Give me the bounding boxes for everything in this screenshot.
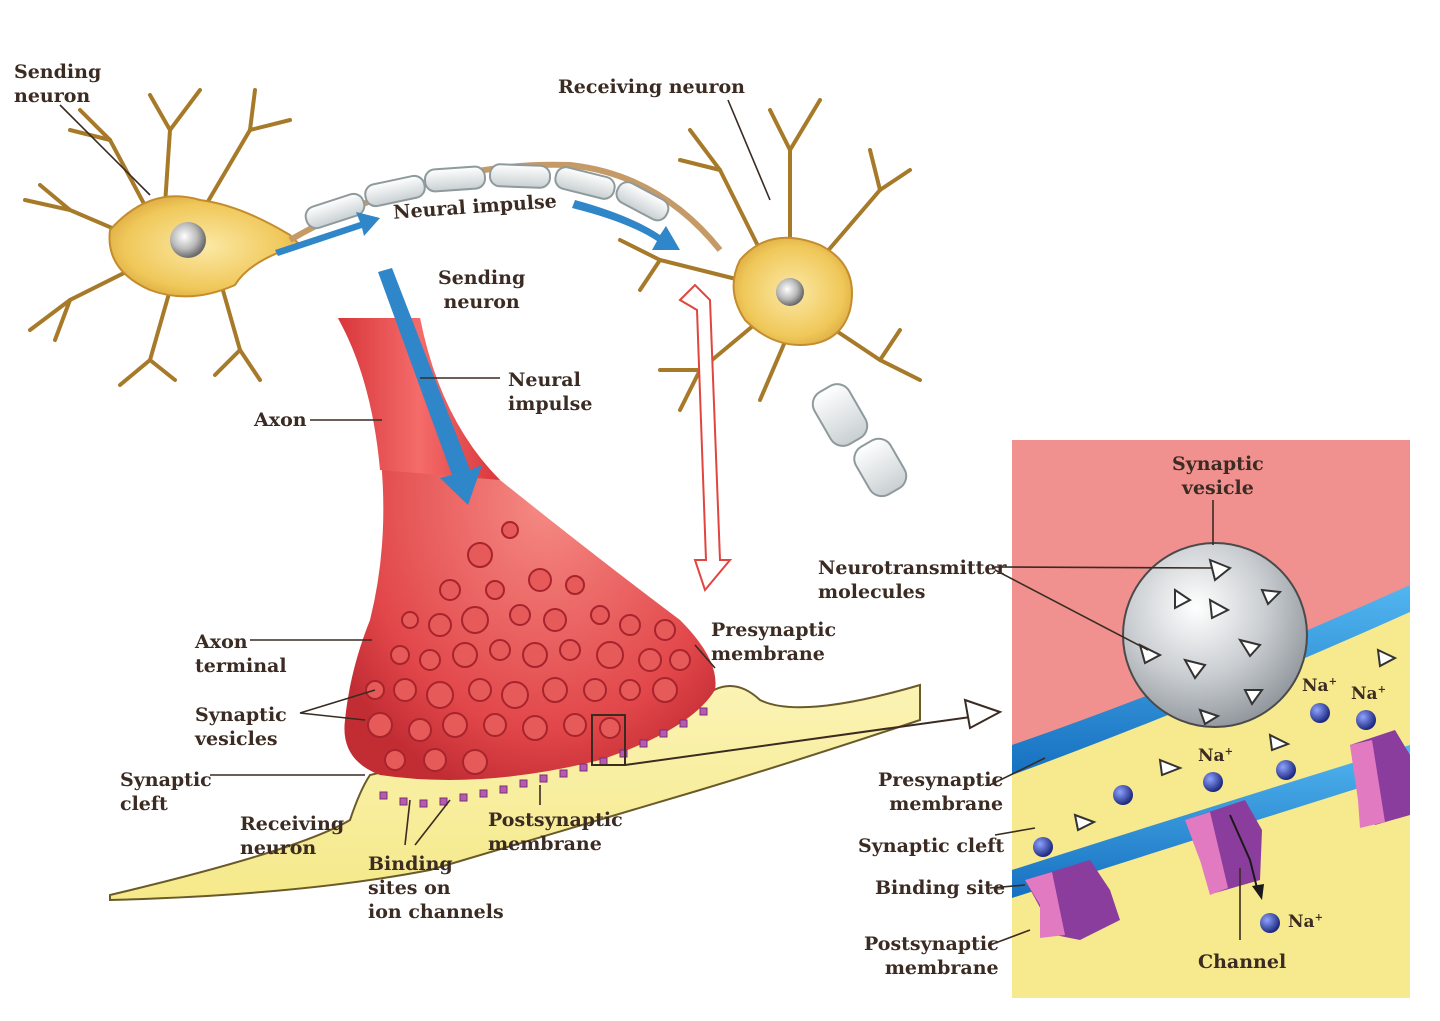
label-binding-site: Binding site xyxy=(875,877,1006,899)
inset-panel xyxy=(989,440,1410,998)
myelinated-axon-bottom xyxy=(811,383,908,498)
axon-red xyxy=(338,318,500,480)
leader-lines xyxy=(59,99,771,846)
receiving-neuron-yellow xyxy=(109,683,921,902)
receiving-neuron-nucleus xyxy=(776,278,804,306)
ion-label: Na+ xyxy=(1351,684,1386,704)
zoom-outline-arrow xyxy=(678,283,733,593)
impulse-arrow-top-right xyxy=(572,200,680,250)
impulse-arrow-top-left xyxy=(275,212,380,256)
label-inset-synaptic-cleft: Synaptic cleft xyxy=(858,835,1005,857)
zoom-box xyxy=(591,714,626,766)
ion-label: Na+ xyxy=(1288,912,1323,932)
label-receiving-neuron-top: Receiving neuron xyxy=(558,76,745,98)
ion-label: Na+ xyxy=(1302,676,1337,696)
sending-neuron-illustration xyxy=(23,88,292,387)
impulse-arrow-main xyxy=(378,268,482,505)
ion-label: Na+ xyxy=(1198,746,1233,766)
zoom-arrow-head xyxy=(963,698,1003,730)
synaptic-vesicle-cluster xyxy=(365,521,691,775)
binding-site-row xyxy=(379,707,708,808)
sending-neuron-nucleus xyxy=(170,222,206,258)
label-axon: Axon xyxy=(254,409,307,431)
myelinated-axon-top xyxy=(288,161,723,252)
receiving-neuron-illustration xyxy=(618,98,922,412)
zoom-line xyxy=(624,714,986,766)
label-channel: Channel xyxy=(1198,951,1287,973)
